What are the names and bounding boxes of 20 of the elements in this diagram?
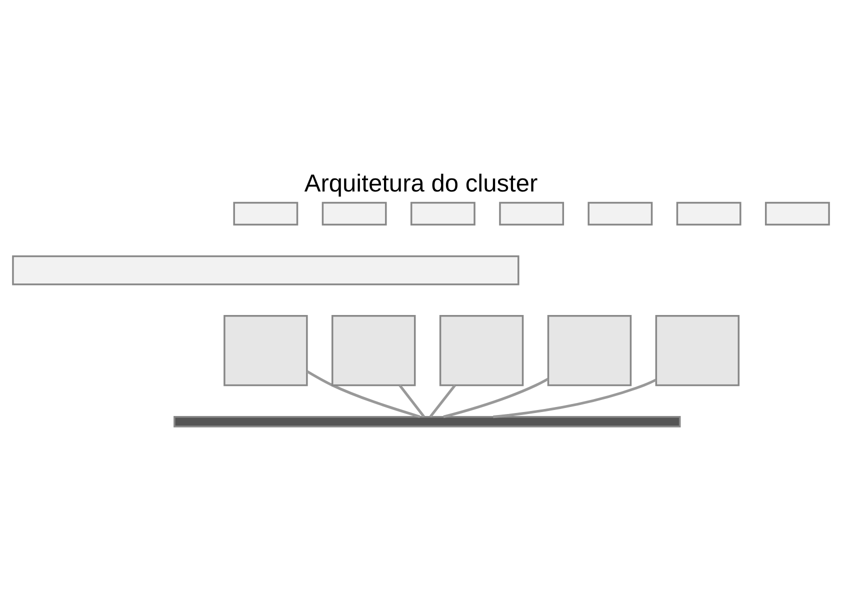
connector bbox=[306, 370, 420, 418]
node-box bbox=[332, 315, 416, 386]
node-box bbox=[588, 202, 653, 226]
node-box bbox=[233, 202, 298, 226]
connector bbox=[493, 378, 656, 418]
node-box bbox=[547, 315, 632, 386]
node-box bbox=[499, 202, 564, 226]
connector bbox=[398, 384, 425, 418]
node-bar bbox=[174, 416, 681, 428]
node-box bbox=[676, 202, 742, 226]
connector bbox=[429, 384, 456, 418]
node-box bbox=[410, 202, 476, 226]
node-box bbox=[764, 202, 830, 226]
node-box bbox=[439, 315, 524, 386]
node-box bbox=[12, 255, 520, 286]
node-box bbox=[655, 315, 740, 386]
diagram-title: Arquitetura do cluster bbox=[304, 170, 538, 198]
node-box bbox=[322, 202, 387, 226]
connector bbox=[443, 378, 549, 418]
node-box bbox=[224, 315, 308, 386]
